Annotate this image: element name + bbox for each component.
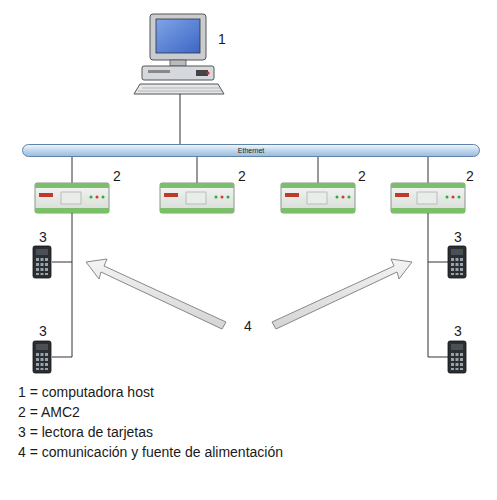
card-reader xyxy=(448,246,466,278)
legend-line: 3 = lectora de tarjetas xyxy=(18,424,153,440)
card-reader xyxy=(448,341,466,373)
callout-number: 2 xyxy=(113,168,121,184)
callout-number: 3 xyxy=(454,323,462,339)
amc2-controller xyxy=(160,183,234,213)
legend-line: 2 = AMC2 xyxy=(18,404,80,420)
callout-number: 3 xyxy=(454,229,462,245)
card-reader xyxy=(33,341,51,373)
host-computer xyxy=(134,14,224,94)
callout-number: 2 xyxy=(238,168,246,184)
callout-number: 2 xyxy=(466,168,474,184)
callout-number: 1 xyxy=(218,31,226,47)
network-wire xyxy=(180,94,181,145)
network-wire xyxy=(72,157,428,183)
legend-line: 1 = computadora host xyxy=(18,384,154,400)
bus-label: Ethernet xyxy=(238,147,264,154)
ethernet-bus: Ethernet xyxy=(22,144,480,157)
callout-number: 3 xyxy=(39,229,47,245)
legend-line: 4 = comunicación y fuente de alimentació… xyxy=(18,444,283,460)
callout-number: 2 xyxy=(358,168,366,184)
block-arrow xyxy=(272,259,412,329)
amc2-controller xyxy=(35,183,109,213)
callout-number: 4 xyxy=(244,318,252,334)
callout-number: 3 xyxy=(39,323,47,339)
amc2-controller xyxy=(281,183,355,213)
amc2-controller xyxy=(391,183,465,213)
reader-wire xyxy=(52,213,448,357)
block-arrow xyxy=(86,259,226,329)
card-reader xyxy=(33,246,51,278)
